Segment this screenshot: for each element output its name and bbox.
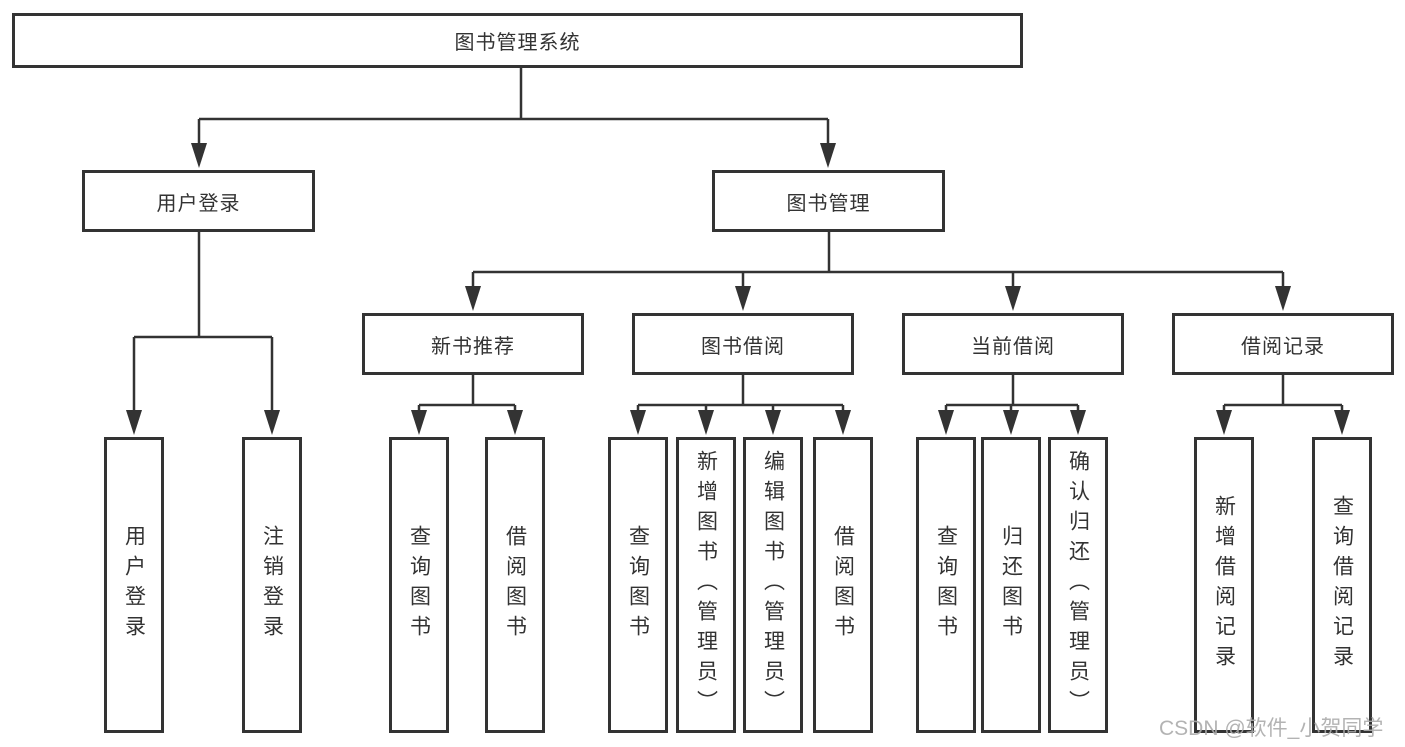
arrow-icon [820,143,836,168]
leaf-borrow-edit: 编辑图书（管理员） [743,437,803,733]
connector-root [197,68,830,144]
node-current-borrow: 当前借阅 [902,313,1124,375]
arrow-icon [835,410,851,435]
node-root: 图书管理系统 [12,13,1023,68]
leaf-current-query-label: 查询图书 [934,525,958,645]
arrow-icon [126,410,142,435]
arrow-icon [698,410,714,435]
arrow-icon [465,286,481,311]
leaf-newbook-query-label: 查询图书 [407,525,431,645]
node-user-login-label: 用户登录 [156,192,241,215]
leaf-user-login: 用户登录 [104,437,164,733]
node-new-book-recommend: 新书推荐 [362,313,584,375]
leaf-record-add: 新增借阅记录 [1194,437,1254,733]
node-book-borrow: 图书借阅 [632,313,854,375]
arrow-icon [765,410,781,435]
leaf-borrow-borrow: 借阅图书 [813,437,873,733]
arrow-icon [411,410,427,435]
leaf-record-add-label: 新增借阅记录 [1212,495,1236,675]
leaf-borrow-edit-label: 编辑图书（管理员） [761,450,785,720]
arrow-icon [735,286,751,311]
leaf-logout: 注销登录 [242,437,302,733]
leaf-newbook-query: 查询图书 [389,437,449,733]
arrow-icon [630,410,646,435]
leaf-borrow-borrow-label: 借阅图书 [831,525,855,645]
node-current-borrow-label: 当前借阅 [971,335,1055,358]
leaf-record-query: 查询借阅记录 [1312,437,1372,733]
connector-book-management [471,232,1285,287]
leaf-current-confirm-label: 确认归还（管理员） [1066,450,1090,720]
leaf-current-return: 归还图书 [981,437,1041,733]
arrow-icon [1070,410,1086,435]
connector-user-login [132,232,274,411]
node-borrow-record: 借阅记录 [1172,313,1394,375]
arrow-icon [191,143,207,168]
node-borrow-record-label: 借阅记录 [1241,335,1325,358]
node-user-login: 用户登录 [82,170,315,232]
connector-book-borrow [636,375,845,411]
leaf-newbook-borrow: 借阅图书 [485,437,545,733]
leaf-borrow-query-label: 查询图书 [626,525,650,645]
watermark: CSDN @软件_小贺同学 [1159,717,1384,740]
node-book-management-label: 图书管理 [786,192,871,215]
leaf-current-confirm: 确认归还（管理员） [1048,437,1108,733]
connector-new-book [417,375,517,411]
node-book-management: 图书管理 [712,170,945,232]
arrow-icon [1216,410,1232,435]
arrow-icon [938,410,954,435]
node-root-label: 图书管理系统 [454,32,581,54]
node-book-borrow-label: 图书借阅 [701,335,785,358]
leaf-borrow-add: 新增图书（管理员） [676,437,736,733]
node-new-book-recommend-label: 新书推荐 [431,335,515,358]
arrow-icon [1334,410,1350,435]
arrow-icon [1003,410,1019,435]
leaf-record-query-label: 查询借阅记录 [1330,495,1354,675]
arrow-icon [1005,286,1021,311]
leaf-logout-label: 注销登录 [260,525,284,645]
arrow-icon [507,410,523,435]
leaf-newbook-borrow-label: 借阅图书 [503,525,527,645]
leaf-current-query: 查询图书 [916,437,976,733]
leaf-borrow-query: 查询图书 [608,437,668,733]
leaf-borrow-add-label: 新增图书（管理员） [694,450,718,720]
arrow-icon [1275,286,1291,311]
leaf-current-return-label: 归还图书 [999,525,1023,645]
arrow-icon [264,410,280,435]
connector-borrow-record [1222,375,1344,411]
leaf-user-login-label: 用户登录 [122,525,146,645]
connector-current-borrow [944,375,1080,411]
